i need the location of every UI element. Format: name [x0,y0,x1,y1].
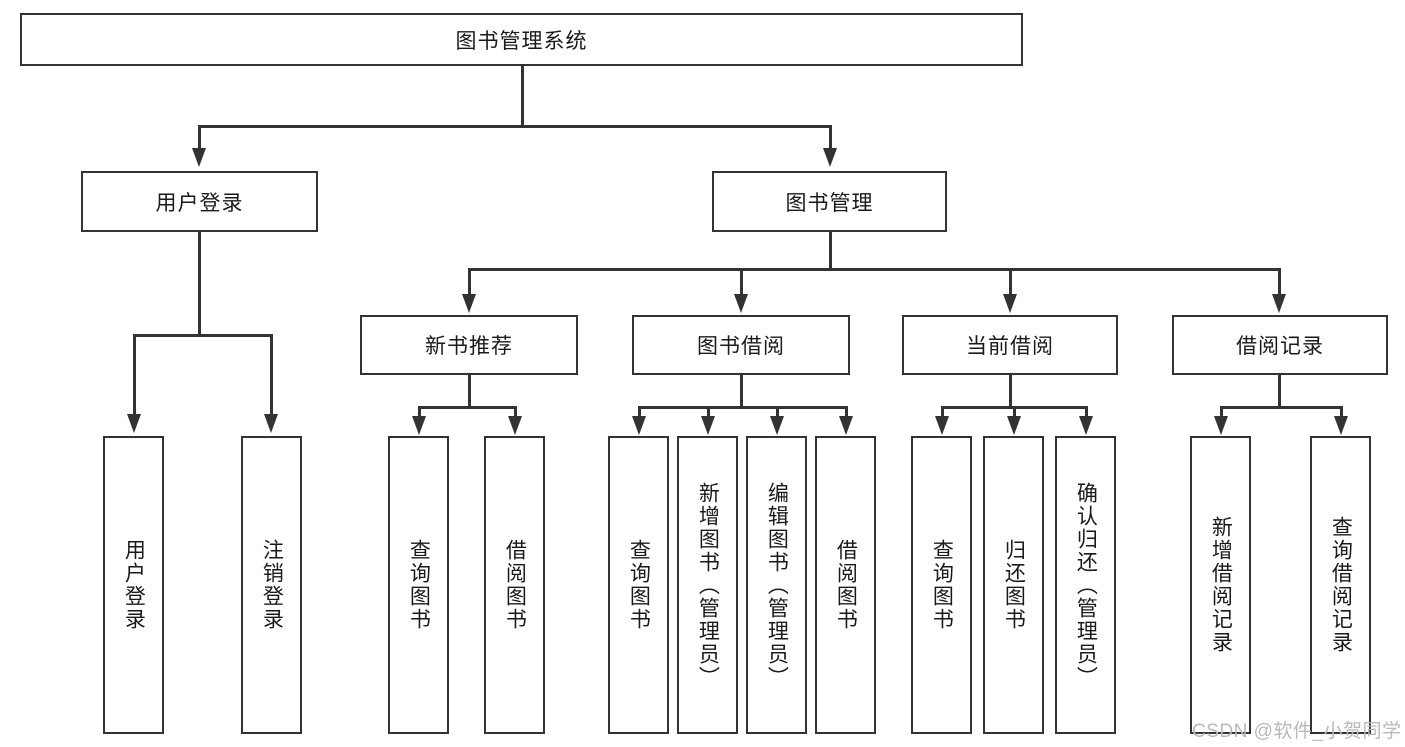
connector-root-bus [198,125,832,128]
node-root[interactable]: 图书管理系统 [20,13,1023,66]
node-leaf-return-book[interactable]: 归还图书 [983,436,1044,734]
node-leaf-user-logout[interactable]: 注销登录 [241,436,302,734]
arrowhead-current-borrow-to-leaf-1 [935,416,949,435]
connector-book-borrow-to-leaf-2 [707,406,710,419]
node-leaf-user-login[interactable]: 用户登录 [103,436,164,734]
node-borrow-record[interactable]: 借阅记录 [1172,315,1388,375]
arrowhead-book-manage-to-new-book [462,294,476,313]
connector-book-manage-bus [468,268,1280,271]
connector-borrow-record-bus [1220,406,1341,409]
node-leaf-confirm-return[interactable]: 确认归还（管理员） [1055,436,1116,734]
arrowhead-current-borrow-to-leaf-3 [1079,416,1093,435]
connector-book-manage-to-borrow-record [1278,268,1281,296]
connector-current-borrow-stem [1009,375,1012,408]
node-leaf-add-book[interactable]: 新增图书（管理员） [677,436,738,734]
connector-root-to-book-manage [829,125,832,150]
node-leaf-add-record[interactable]: 新增借阅记录 [1190,436,1251,734]
arrowhead-book-manage-to-current-borrow [1003,294,1017,313]
connector-book-borrow-bus [638,406,848,409]
connector-book-borrow-stem [740,375,743,408]
arrowhead-root-to-user-login [192,148,206,167]
arrowhead-book-borrow-to-leaf-1 [632,416,646,435]
connector-new-book-to-leaf-1 [418,406,421,419]
node-leaf-query-book-2[interactable]: 查询图书 [608,436,669,734]
connector-borrow-record-to-leaf-2 [1340,406,1343,419]
csdn-watermark: CSDN @软件_小贺同学 [1192,721,1402,742]
connector-current-borrow-to-leaf-1 [941,406,944,419]
arrowhead-new-book-to-leaf-1 [412,416,426,435]
node-leaf-borrow-book-2[interactable]: 借阅图书 [815,436,876,734]
arrowhead-book-borrow-to-leaf-3 [770,416,784,435]
connector-book-manage-to-current-borrow [1009,268,1012,296]
arrowhead-borrow-record-to-leaf-2 [1334,416,1348,435]
node-book-manage[interactable]: 图书管理 [712,171,947,232]
connector-book-borrow-to-leaf-4 [845,406,848,419]
connector-new-book-bus [418,406,517,409]
arrowhead-book-borrow-to-leaf-2 [701,416,715,435]
connector-current-borrow-to-leaf-3 [1085,406,1088,419]
connector-book-manage-to-new-book [468,268,471,296]
arrowhead-book-manage-to-book-borrow [734,294,748,313]
arrowhead-root-to-book-manage [823,148,837,167]
arrowhead-borrow-record-to-leaf-1 [1214,416,1228,435]
connector-book-manage-to-book-borrow [740,268,743,296]
connector-user-login-to-leaf-2 [270,334,273,416]
node-leaf-edit-book[interactable]: 编辑图书（管理员） [746,436,807,734]
connector-book-borrow-to-leaf-3 [776,406,779,419]
node-user-login[interactable]: 用户登录 [81,171,318,232]
arrowhead-user-login-to-leaf-2 [264,414,278,433]
connector-book-manage-stem [829,232,832,270]
arrowhead-book-borrow-to-leaf-4 [839,416,853,435]
connector-book-borrow-to-leaf-1 [638,406,641,419]
node-current-borrow[interactable]: 当前借阅 [902,315,1118,375]
connector-new-book-stem [468,375,471,408]
connector-user-login-stem [198,232,201,336]
node-new-book-recommend[interactable]: 新书推荐 [360,315,578,375]
connector-current-borrow-to-leaf-2 [1013,406,1016,419]
connector-borrow-record-to-leaf-1 [1220,406,1223,419]
connector-root-to-user-login [198,125,201,150]
node-leaf-query-book-1[interactable]: 查询图书 [388,436,449,734]
connector-borrow-record-stem [1278,375,1281,408]
node-book-borrow[interactable]: 图书借阅 [632,315,850,375]
arrowhead-new-book-to-leaf-2 [508,416,522,435]
connector-user-login-bus [133,334,272,337]
arrowhead-user-login-to-leaf-1 [127,414,141,433]
arrowhead-current-borrow-to-leaf-2 [1007,416,1021,435]
node-leaf-query-record[interactable]: 查询借阅记录 [1310,436,1371,734]
arrowhead-book-manage-to-borrow-record [1272,294,1286,313]
connector-root-stem [521,66,524,127]
connector-user-login-to-leaf-1 [133,334,136,416]
node-leaf-query-book-3[interactable]: 查询图书 [911,436,972,734]
connector-new-book-to-leaf-2 [514,406,517,419]
node-leaf-borrow-book-1[interactable]: 借阅图书 [484,436,545,734]
